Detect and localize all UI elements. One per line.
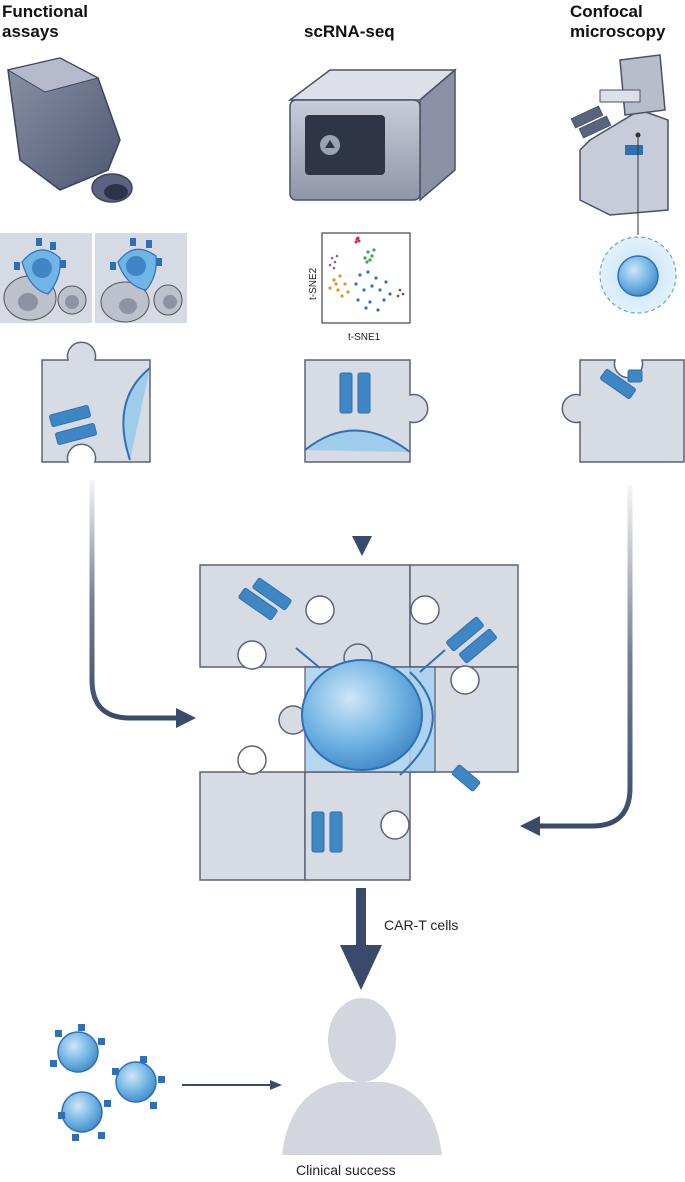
arrow-confocal-to-center	[520, 485, 633, 836]
confocal-microscopy-header: Confocal microscopy	[570, 2, 665, 42]
functional-assays-header: Functional assays	[2, 2, 88, 42]
functional-assay-tiles	[0, 233, 187, 323]
tsne-cluster-brown	[396, 288, 405, 298]
sequencer-icon	[287, 68, 458, 202]
tsne-cluster-blue	[354, 270, 392, 312]
arrow-functional-to-center	[89, 480, 196, 728]
scrna-seq-header: scRNA-seq	[304, 22, 395, 41]
cart-cells-label: CAR-T cells	[384, 917, 459, 933]
puzzle-piece-confocal	[561, 359, 685, 463]
header-line: Functional	[2, 2, 88, 21]
arrow-cells-to-patient	[182, 1080, 282, 1090]
patient-silhouette-icon	[282, 998, 442, 1155]
confocal-cell	[599, 236, 677, 314]
cart-cells-cluster	[50, 1024, 165, 1141]
tsne-xlabel: t-SNE1	[348, 332, 381, 343]
killing-cell-right	[100, 238, 183, 323]
puzzle-piece-scrna	[304, 359, 429, 463]
killing-cell-left	[3, 238, 87, 321]
tsne-cluster-green	[363, 248, 376, 264]
assembled-puzzle	[199, 564, 519, 881]
clinical-success-label: Clinical success	[296, 1162, 396, 1178]
header-line: Confocal	[570, 2, 643, 21]
tsne-ylabel: t-SNE2	[308, 267, 319, 300]
header-line: assays	[2, 22, 59, 41]
tsne-cluster-purple	[328, 254, 339, 270]
tsne-plot: t-SNE1 t-SNE2	[308, 232, 411, 343]
arrow-scrna-to-center	[352, 480, 372, 556]
tsne-cluster-orange	[328, 274, 350, 298]
camera-icon	[6, 57, 133, 203]
puzzle-piece-functional	[41, 341, 151, 463]
tsne-cluster-red	[354, 236, 361, 244]
header-line: microscopy	[570, 22, 666, 41]
arrow-to-clinical	[340, 888, 382, 990]
microscope-icon	[570, 54, 669, 235]
